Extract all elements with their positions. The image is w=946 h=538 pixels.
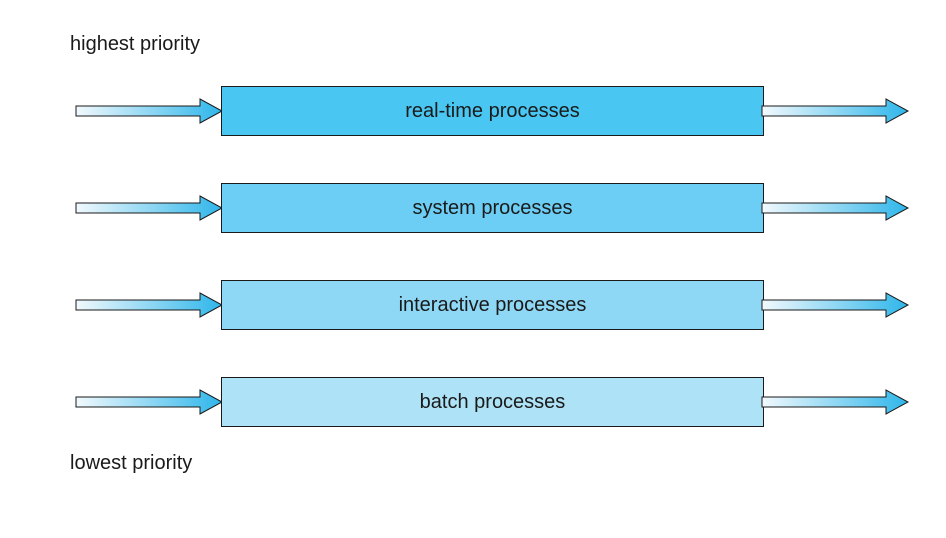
outgoing-arrow-icon — [761, 292, 910, 318]
queue-row-real-time: real-time processes — [0, 86, 946, 136]
queue-box-system: system processes — [221, 183, 764, 233]
incoming-arrow-icon — [75, 292, 224, 318]
queue-label: system processes — [412, 196, 573, 219]
outgoing-arrow-icon — [761, 98, 910, 124]
incoming-arrow-icon — [75, 195, 224, 221]
queue-box-real-time: real-time processes — [221, 86, 764, 136]
queue-box-interactive: interactive processes — [221, 280, 764, 330]
outgoing-arrow-icon — [761, 389, 910, 415]
queue-row-system: system processes — [0, 183, 946, 233]
queue-row-interactive: interactive processes — [0, 280, 946, 330]
queue-label: batch processes — [419, 390, 566, 413]
incoming-arrow-icon — [75, 98, 224, 124]
lowest-priority-label: lowest priority — [70, 452, 193, 474]
outgoing-arrow-icon — [761, 195, 910, 221]
highest-priority-label: highest priority — [70, 33, 201, 55]
queue-label: interactive processes — [398, 293, 587, 316]
queue-row-batch: batch processes — [0, 377, 946, 427]
incoming-arrow-icon — [75, 389, 224, 415]
queue-label: real-time processes — [405, 99, 580, 122]
queue-box-batch: batch processes — [221, 377, 764, 427]
